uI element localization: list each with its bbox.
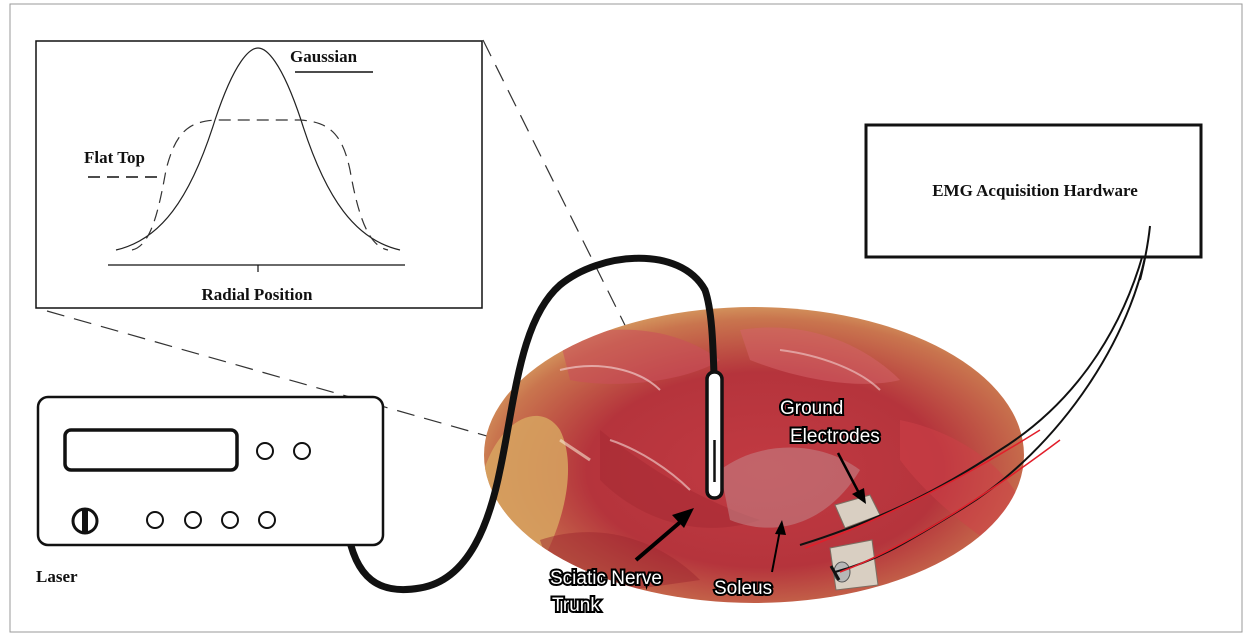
emg-box-label: EMG Acquisition Hardware	[932, 181, 1138, 200]
laser-knob-bottom-2	[185, 512, 201, 528]
soleus-label: Soleus	[714, 578, 772, 599]
emg-hardware: EMG Acquisition Hardware	[866, 125, 1201, 257]
laser-knob-bottom-3	[222, 512, 238, 528]
inset-plot: Gaussian Flat Top Radial Position	[36, 41, 482, 308]
laser-label: Laser	[36, 567, 78, 586]
legend-gaussian-label: Gaussian	[290, 47, 358, 66]
ground-electrodes-label-line2: Electrodes	[790, 426, 880, 447]
laser-knob-top-2	[294, 443, 310, 459]
laser-power-indicator	[82, 510, 88, 532]
laser-display	[65, 430, 237, 470]
inset-xlabel: Radial Position	[202, 285, 314, 304]
ground-electrodes-label-line1: Ground	[780, 398, 843, 419]
legend-flat-top-label: Flat Top	[84, 148, 145, 167]
inset-frame	[36, 41, 482, 308]
laser-knob-top-1	[257, 443, 273, 459]
sciatic-label-line1: Sciatic Nerve	[550, 568, 662, 589]
sciatic-label-line2: Trunk	[552, 595, 600, 616]
laser-knob-bottom-4	[259, 512, 275, 528]
laser-knob-bottom-1	[147, 512, 163, 528]
surgical-photo	[484, 307, 1024, 603]
laser-device: Laser	[36, 397, 383, 586]
